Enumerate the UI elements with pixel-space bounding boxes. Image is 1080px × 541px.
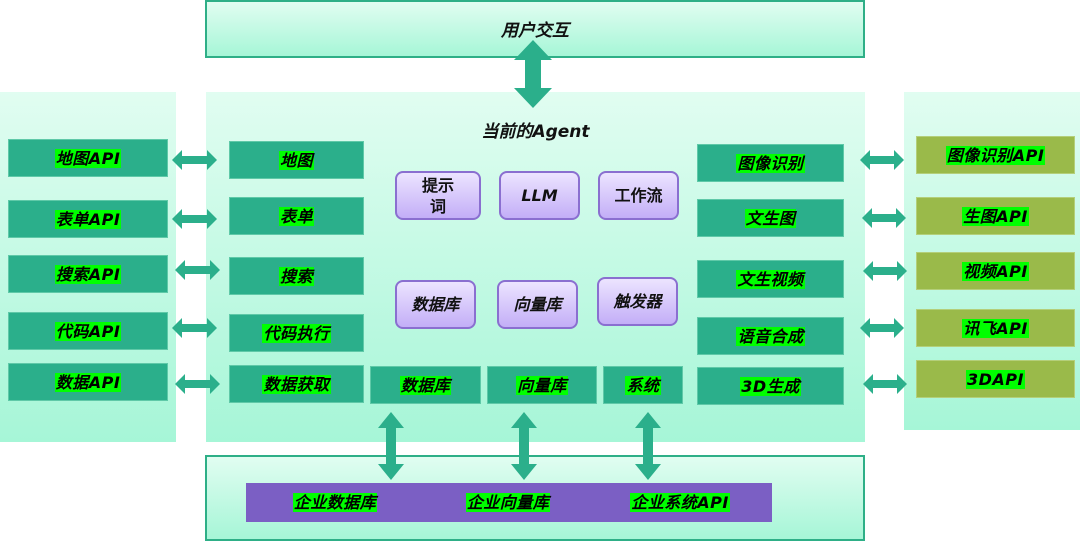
agent-tool-3d-generation[interactable]: 3D生成 [697, 367, 844, 405]
arrow-form [172, 209, 217, 229]
core-prompt[interactable]: 提示 词 [395, 171, 481, 220]
core-trigger[interactable]: 触发器 [597, 277, 678, 326]
right-api-video[interactable]: 视频API [916, 252, 1075, 290]
agent-tool-text-to-image[interactable]: 文生图 [697, 199, 844, 237]
arrow-code [172, 318, 217, 338]
arrow-search [175, 260, 220, 280]
user-interaction-label: 用户交互 [501, 21, 569, 41]
left-api-code[interactable]: 代码API [8, 312, 168, 350]
arrow-map [172, 150, 217, 170]
agent-tool-map[interactable]: 地图 [229, 141, 364, 179]
enterprise-item-system-api[interactable]: 企业系统API [630, 492, 730, 512]
enterprise-item-vector-db[interactable]: 企业向量库 [465, 492, 551, 512]
left-api-search[interactable]: 搜索API [8, 255, 168, 293]
arrow-image-gen [862, 208, 906, 228]
right-api-image-recognition[interactable]: 图像识别API [916, 136, 1075, 174]
left-api-form[interactable]: 表单API [8, 200, 168, 238]
left-api-map[interactable]: 地图API [8, 139, 168, 177]
arrow-user-agent [514, 40, 552, 108]
agent-tool-database[interactable]: 数据库 [370, 366, 481, 404]
core-database[interactable]: 数据库 [395, 280, 476, 329]
agent-tool-speech-synthesis[interactable]: 语音合成 [697, 317, 844, 355]
enterprise-item-database[interactable]: 企业数据库 [292, 492, 378, 512]
arrow-image-recognition [860, 150, 904, 170]
agent-tool-form[interactable]: 表单 [229, 197, 364, 235]
agent-tool-vector-db[interactable]: 向量库 [487, 366, 597, 404]
arrow-system-enterprise [635, 412, 661, 480]
arrow-3d [863, 374, 907, 394]
arrow-xunfei [860, 318, 904, 338]
agent-tool-data-fetch[interactable]: 数据获取 [229, 365, 364, 403]
agent-tool-text-to-video[interactable]: 文生视频 [697, 260, 844, 298]
left-api-data[interactable]: 数据API [8, 363, 168, 401]
core-workflow[interactable]: 工作流 [598, 171, 679, 220]
arrow-database-enterprise [378, 412, 404, 480]
agent-tool-search[interactable]: 搜索 [229, 257, 364, 295]
arrow-vector-enterprise [511, 412, 537, 480]
agent-title: 当前的Agent [481, 122, 590, 142]
agent-tool-system[interactable]: 系统 [603, 366, 683, 404]
arrow-video [863, 261, 907, 281]
right-api-image-gen[interactable]: 生图API [916, 197, 1075, 235]
arrow-data [175, 374, 220, 394]
core-vector-db[interactable]: 向量库 [497, 280, 578, 329]
core-llm[interactable]: LLM [499, 171, 580, 220]
agent-tool-code-exec[interactable]: 代码执行 [229, 314, 364, 352]
agent-tool-image-recognition[interactable]: 图像识别 [697, 144, 844, 182]
right-api-xunfei[interactable]: 讯飞API [916, 309, 1075, 347]
right-api-3d[interactable]: 3DAPI [916, 360, 1075, 398]
